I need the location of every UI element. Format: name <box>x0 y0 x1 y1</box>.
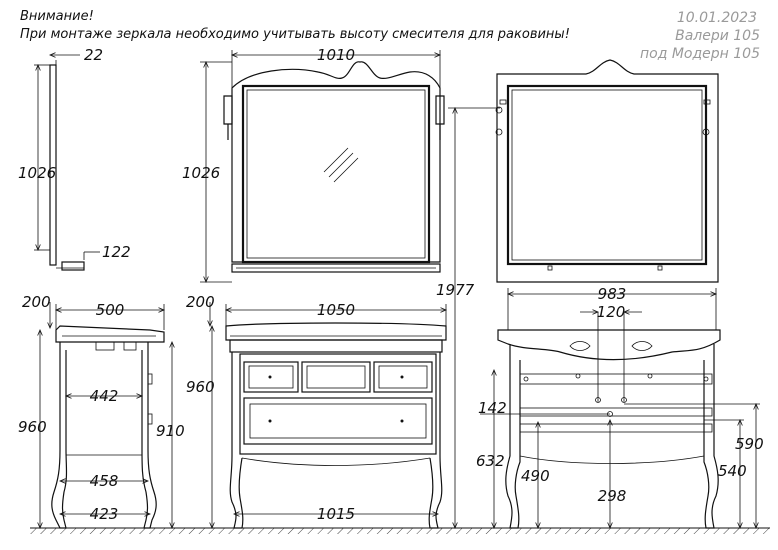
dim-mirror-height-front: 1026 <box>182 164 220 182</box>
total-height-dimension: 1977 <box>436 108 500 528</box>
dim-side-top-depth: 500 <box>96 301 125 319</box>
dim-back-leg-height: 540 <box>718 462 747 480</box>
mirror-back-view <box>495 59 719 283</box>
dim-shelf-depth: 122 <box>102 243 131 261</box>
mirror-side-view: 22 1026 122 <box>18 46 131 271</box>
dim-front-height: 960 <box>186 378 215 396</box>
instruction-text: При монтаже зеркала необходимо учитывать… <box>20 27 570 42</box>
dim-mirror-width: 1010 <box>317 46 355 64</box>
dim-front-top-gap: 200 <box>186 293 215 311</box>
attention-text: Внимание! <box>20 9 94 24</box>
cabinet-back-view: 983 120 632 142 490 590 540 298 <box>476 285 764 528</box>
dim-back-pipe-spacing: 120 <box>597 303 626 321</box>
dim-back-mid-height: 490 <box>521 467 550 485</box>
dim-back-inlet-height: 632 <box>476 452 505 470</box>
cabinet-side-view: 500 200 442 960 910 458 423 <box>18 293 185 528</box>
dim-mirror-depth: 22 <box>84 46 103 64</box>
dim-front-top-width: 1050 <box>317 301 355 319</box>
dim-back-floor-gap: 298 <box>598 487 627 505</box>
dim-back-shelf-height: 590 <box>735 435 764 453</box>
dim-side-leg-height: 910 <box>156 422 185 440</box>
dim-total-height: 1977 <box>436 281 475 299</box>
dim-back-width: 983 <box>598 285 627 303</box>
floor-line <box>30 527 770 534</box>
dim-side-bottom-depth: 458 <box>90 472 119 490</box>
dim-side-height: 960 <box>18 418 47 436</box>
date-text: 10.01.2023 <box>677 10 757 26</box>
model-line1: Валери 105 <box>675 28 760 44</box>
mirror-front-view: 1010 1026 <box>182 46 445 282</box>
dim-mirror-height-side: 1026 <box>18 164 56 182</box>
dim-side-floor-depth: 423 <box>90 505 119 523</box>
dim-side-top-gap: 200 <box>22 293 51 311</box>
model-line2: под Модерн 105 <box>640 46 760 62</box>
dim-back-drain-height: 142 <box>478 399 507 417</box>
dim-front-floor-width: 1015 <box>317 505 355 523</box>
cabinet-front-view: 1050 200 960 1015 <box>186 293 446 528</box>
dim-side-inner-depth: 442 <box>90 387 119 405</box>
